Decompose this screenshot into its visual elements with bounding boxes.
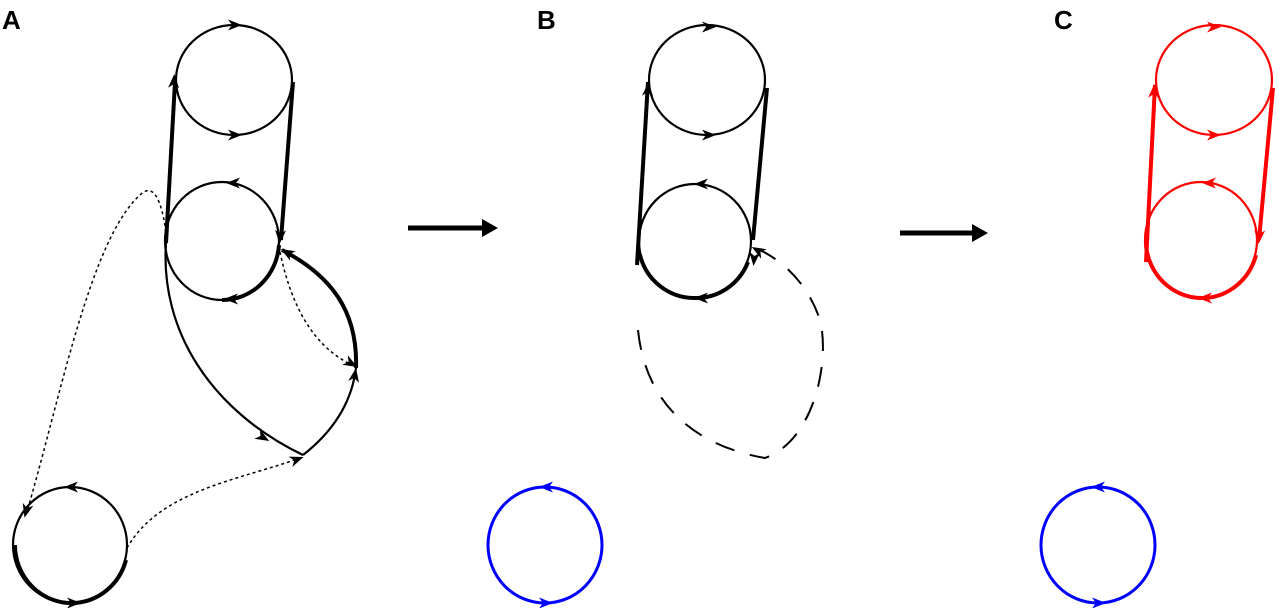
panel-label-c: C	[1054, 5, 1073, 35]
dotted-shortcut	[279, 251, 353, 366]
top-cycle	[647, 23, 767, 137]
arrow-icon	[226, 177, 240, 189]
arrow-icon	[702, 21, 716, 33]
arrow-icon	[1207, 21, 1221, 33]
right-connector-red	[1257, 87, 1275, 241]
transition-arrow-1	[408, 219, 498, 237]
middle-cycle-thick-arc	[1144, 244, 1258, 301]
lower-right-curve	[302, 367, 358, 456]
panel-c	[1039, 21, 1275, 608]
dashed-loop	[637, 249, 824, 460]
middle-cycle-thick-arc	[221, 244, 281, 303]
bottom-cycle-thick-arc	[12, 544, 128, 606]
right-connector	[751, 87, 769, 241]
isolated-cycle-blue	[1039, 485, 1157, 605]
left-connector-red	[1144, 84, 1157, 263]
middle-cycle-thick-arc	[638, 254, 750, 301]
top-cycle-red	[1154, 23, 1274, 137]
dotted-left-path	[25, 190, 167, 516]
isolated-cycle-blue	[486, 485, 604, 605]
panel-a	[11, 19, 362, 608]
dotted-bottom-path	[126, 457, 301, 549]
left-connector	[635, 81, 650, 266]
left-connector	[164, 81, 177, 244]
top-cycle	[174, 23, 294, 137]
panel-label-b: B	[537, 5, 556, 35]
thick-return-arc	[281, 248, 359, 369]
lower-left-curve	[164, 242, 304, 456]
panel-label-a: A	[2, 5, 21, 35]
panel-b	[486, 21, 824, 608]
right-connector	[279, 81, 295, 241]
transition-arrow-2	[900, 224, 988, 242]
